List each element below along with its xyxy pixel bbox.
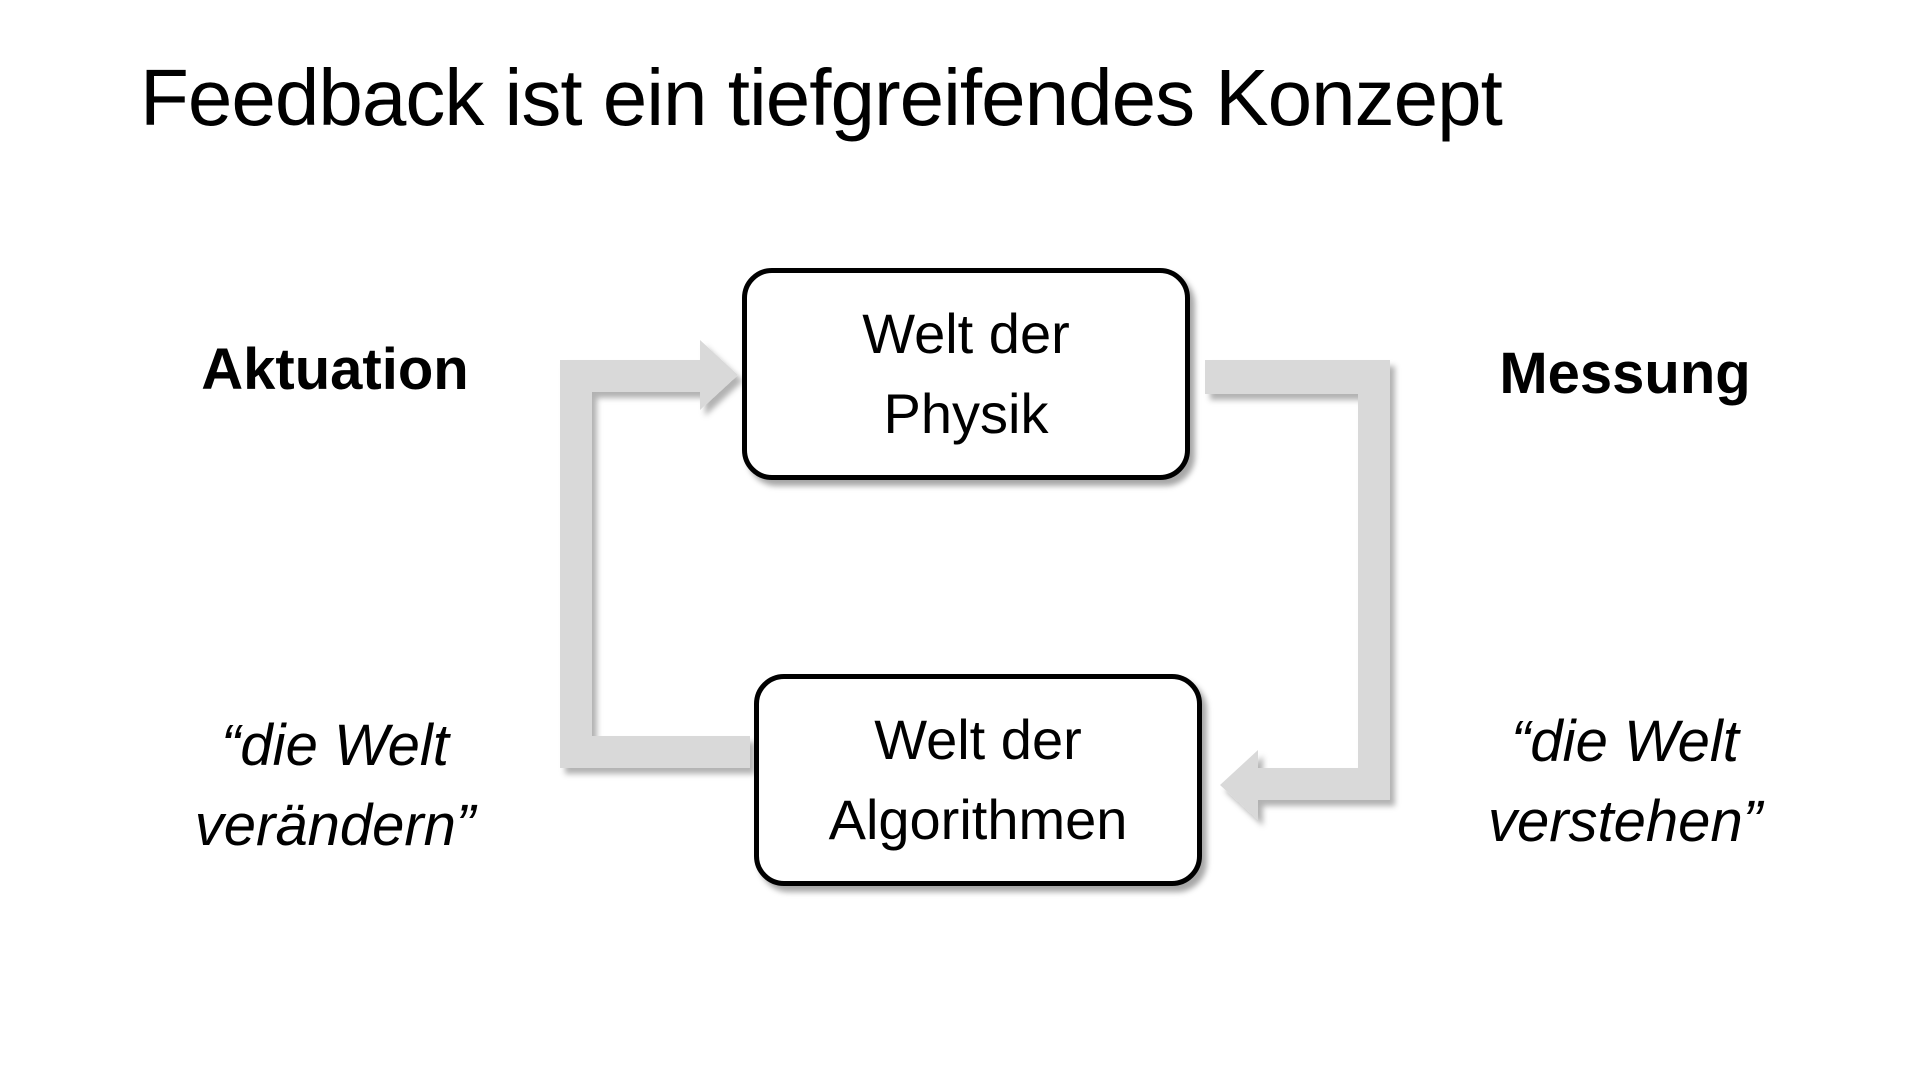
box-welt-der-algorithmen: Welt der Algorithmen (754, 674, 1202, 886)
box-algo-line2: Algorithmen (828, 788, 1128, 851)
quote-left-line2: verändern” (194, 793, 476, 858)
box-physik-line2: Physik (883, 382, 1049, 445)
quote-right-line2: verstehen” (1487, 789, 1763, 854)
quote-left-line1: “die Welt (221, 713, 449, 778)
label-messung: Messung (1499, 341, 1751, 406)
actuation-arrow (560, 340, 750, 768)
slide-title: Feedback ist ein tiefgreifendes Konzept (140, 53, 1503, 142)
quote-right-line1: “die Welt (1511, 709, 1739, 774)
label-aktuation: Aktuation (201, 337, 469, 402)
box-welt-der-physik: Welt der Physik (742, 268, 1190, 480)
box-algo-line1: Welt der (874, 708, 1082, 771)
quote-welt-verstehen: “die Welt verstehen” (1450, 702, 1800, 862)
measurement-arrow (1205, 360, 1390, 820)
quote-welt-veraendern: “die Welt verändern” (150, 706, 520, 866)
box-physik-line1: Welt der (862, 302, 1070, 365)
